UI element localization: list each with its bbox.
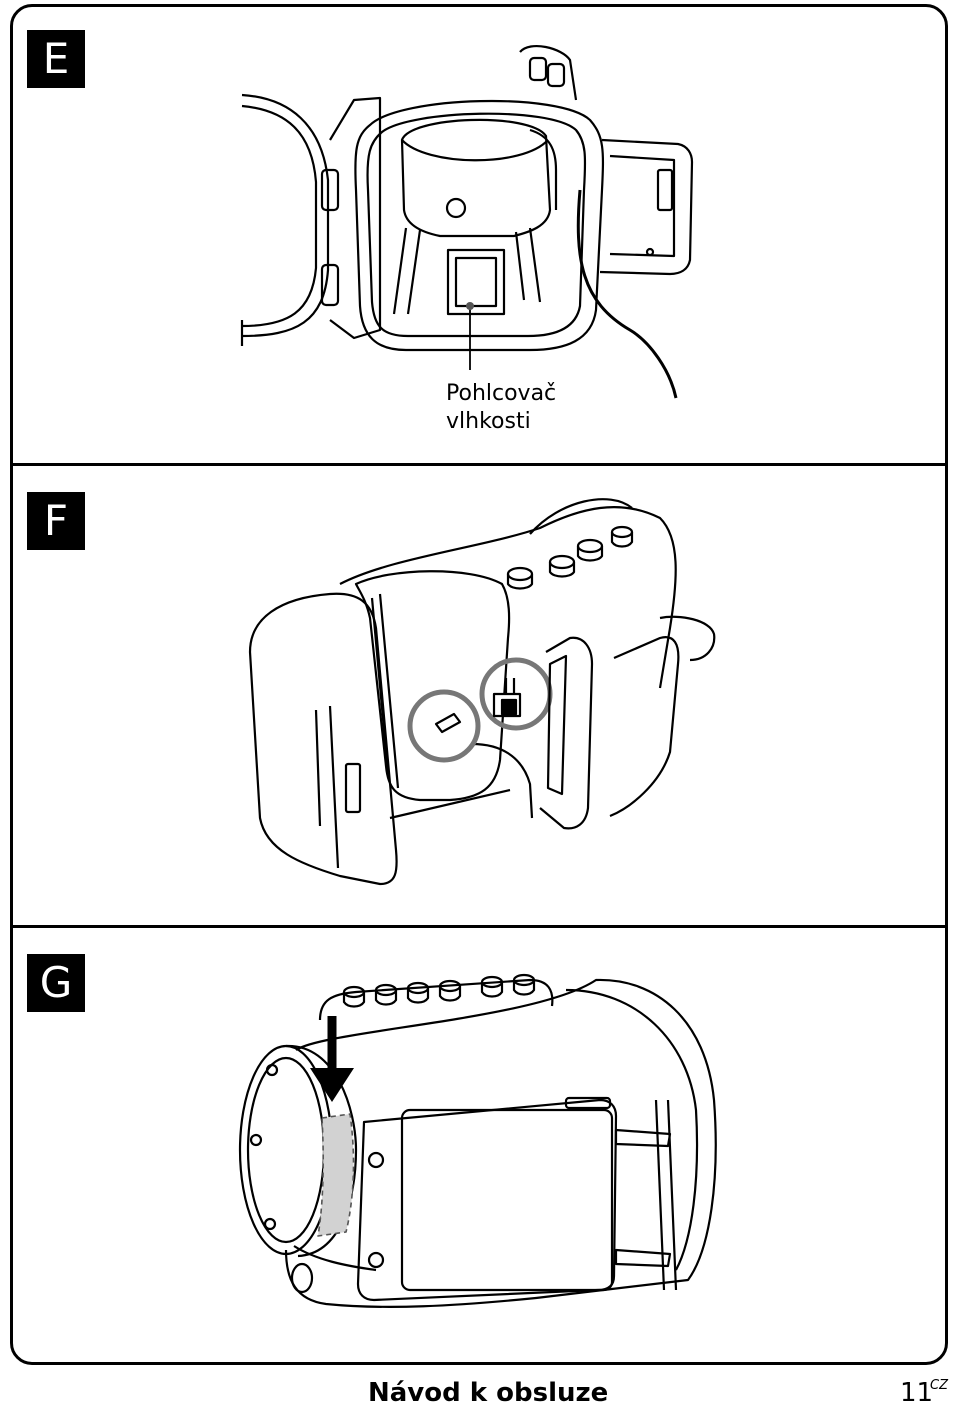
page-border [10, 4, 948, 1365]
language-code: CZ [930, 1378, 948, 1393]
panel-divider-e-f [10, 463, 948, 466]
panel-label-g: G [27, 954, 85, 1012]
manual-title: Návod k obsluze [368, 1378, 609, 1408]
housing-open-connector-illustration [240, 488, 730, 898]
callout-line-2: vlhkosti [446, 409, 531, 434]
moisture-absorber-callout: Pohlcovač vlhkosti [446, 380, 556, 436]
panel-label-e: E [27, 30, 85, 88]
housing-open-rear-illustration [230, 40, 710, 410]
panel-divider-f-g [10, 925, 948, 928]
panel-label-f: F [27, 492, 85, 550]
callout-line-1: Pohlcovač [446, 381, 557, 406]
page-number: 11 [900, 1378, 934, 1408]
housing-side-view-illustration [236, 960, 726, 1340]
